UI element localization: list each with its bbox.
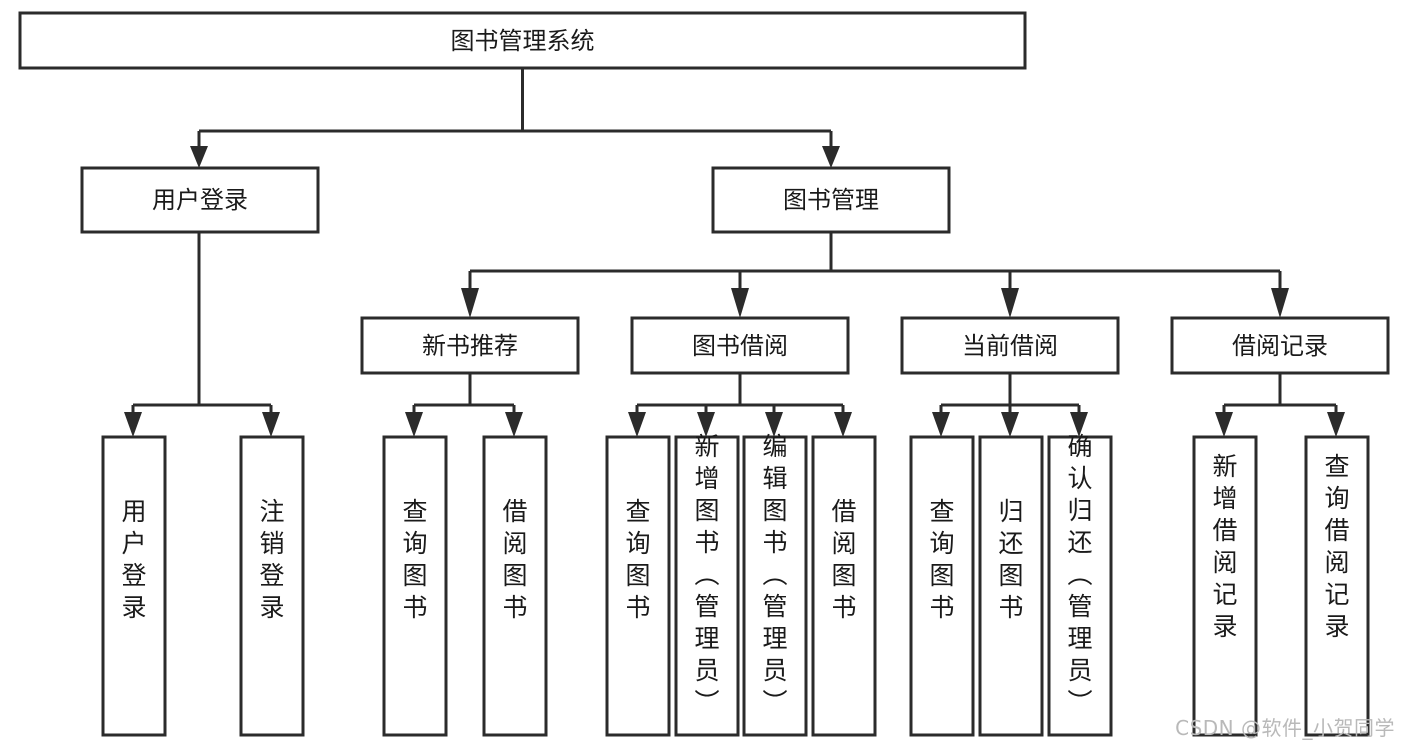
leaf-book-borrow-3-label: 编辑图书︵管理员︶ <box>762 432 787 717</box>
arrow-userlogin-leaf-1 <box>124 412 142 437</box>
leaf-current-borrow-1[interactable]: 查询图书 <box>909 435 975 737</box>
leaf-new-book-2-label: 借阅图书 <box>502 497 527 622</box>
arrow-borrow-leaf-2 <box>697 412 715 437</box>
node-root-box[interactable] <box>18 11 1027 70</box>
arrow-bookmgmt-to-current <box>1001 288 1019 318</box>
leaf-borrow-records-2-label: 查询借阅记录 <box>1324 452 1349 641</box>
arrow-borrow-leaf-1 <box>628 412 646 437</box>
leaf-book-borrow-4[interactable]: 借阅图书 <box>811 435 877 737</box>
leaf-book-borrow-2-box[interactable] <box>674 435 740 737</box>
leaf-new-book-1-box[interactable] <box>382 435 448 737</box>
node-borrow-records[interactable]: 借阅记录 <box>1170 316 1390 375</box>
node-user-login-label: 用户登录 <box>152 186 248 214</box>
leaf-borrow-records-2-box[interactable] <box>1304 435 1370 737</box>
leaf-new-book-1-label: 查询图书 <box>402 497 427 622</box>
leaf-book-borrow-2[interactable]: 新增图书︵管理员︶ <box>674 432 740 737</box>
arrow-records-leaf-2 <box>1327 412 1345 437</box>
arrow-current-leaf-2 <box>1001 412 1019 437</box>
arrow-root-to-user-login <box>190 146 208 168</box>
leaf-new-book-2-box[interactable] <box>482 435 548 737</box>
leaf-current-borrow-3[interactable]: 确认归还︵管理员︶ <box>1047 432 1113 737</box>
leaf-current-borrow-3-label: 确认归还︵管理员︶ <box>1067 432 1092 717</box>
csdn-watermark: CSDN @软件_小贺同学 <box>1175 716 1395 740</box>
arrow-userlogin-leaf-2 <box>262 412 280 437</box>
arrow-current-leaf-3 <box>1070 412 1088 437</box>
node-new-book-recommend-label: 新书推荐 <box>422 332 518 360</box>
node-book-borrow-box[interactable] <box>630 316 850 375</box>
node-root[interactable]: 图书管理系统 <box>18 11 1027 70</box>
leaf-user-login-2-box[interactable] <box>239 435 305 737</box>
leaf-borrow-records-1-label: 新增借阅记录 <box>1212 452 1237 641</box>
leaf-book-borrow-1-label: 查询图书 <box>625 497 650 622</box>
arrow-newbook-leaf-2 <box>505 412 523 437</box>
arrow-borrow-leaf-4 <box>834 412 852 437</box>
node-book-management[interactable]: 图书管理 <box>711 166 951 234</box>
arrow-borrow-leaf-3 <box>765 412 783 437</box>
leaf-borrow-records-2[interactable]: 查询借阅记录 <box>1304 435 1370 737</box>
leaf-user-login-2[interactable]: 注销登录 <box>239 435 305 737</box>
leaf-book-borrow-2-label: 新增图书︵管理员︶ <box>694 432 719 717</box>
leaf-borrow-records-1[interactable]: 新增借阅记录 <box>1192 435 1258 737</box>
leaf-current-borrow-1-label: 查询图书 <box>929 497 954 622</box>
node-current-borrow-box[interactable] <box>900 316 1120 375</box>
node-current-borrow[interactable]: 当前借阅 <box>900 316 1120 375</box>
leaf-book-borrow-4-box[interactable] <box>811 435 877 737</box>
node-book-management-label: 图书管理 <box>783 186 879 214</box>
leaf-current-borrow-1-box[interactable] <box>909 435 975 737</box>
node-current-borrow-label: 当前借阅 <box>962 332 1058 360</box>
leaf-current-borrow-2-box[interactable] <box>978 435 1044 737</box>
leaf-user-login-1-box[interactable] <box>101 435 167 737</box>
leaf-new-book-1[interactable]: 查询图书 <box>382 435 448 737</box>
leaf-book-borrow-3-box[interactable] <box>742 435 808 737</box>
arrow-current-leaf-1 <box>932 412 950 437</box>
node-root-label: 图书管理系统 <box>451 27 595 55</box>
node-borrow-records-box[interactable] <box>1170 316 1390 375</box>
leaf-user-login-1-label: 用户登录 <box>121 497 146 622</box>
arrow-root-to-book-mgmt <box>822 146 840 168</box>
leaf-book-borrow-4-label: 借阅图书 <box>831 497 856 622</box>
node-new-book-recommend-box[interactable] <box>360 316 580 375</box>
node-new-book-recommend[interactable]: 新书推荐 <box>360 316 580 375</box>
node-user-login-box[interactable] <box>80 166 320 234</box>
connectors-layer <box>124 68 1345 437</box>
leaf-book-borrow-1[interactable]: 查询图书 <box>605 435 671 737</box>
arrow-bookmgmt-to-borrow <box>731 288 749 318</box>
leaf-current-borrow-2[interactable]: 归还图书 <box>978 435 1044 737</box>
node-book-borrow[interactable]: 图书借阅 <box>630 316 850 375</box>
arrow-bookmgmt-to-newbook <box>461 288 479 318</box>
arrow-bookmgmt-to-records <box>1271 288 1289 318</box>
leaf-user-login-1[interactable]: 用户登录 <box>101 435 167 737</box>
leaf-current-borrow-3-box[interactable] <box>1047 435 1113 737</box>
node-borrow-records-label: 借阅记录 <box>1232 332 1328 360</box>
node-book-management-box[interactable] <box>711 166 951 234</box>
leaf-user-login-2-label: 注销登录 <box>259 497 284 622</box>
arrow-records-leaf-1 <box>1215 412 1233 437</box>
leaf-book-borrow-1-box[interactable] <box>605 435 671 737</box>
node-book-borrow-label: 图书借阅 <box>692 332 788 360</box>
node-user-login[interactable]: 用户登录 <box>80 166 320 234</box>
leaf-current-borrow-2-label: 归还图书 <box>998 497 1023 622</box>
leaf-borrow-records-1-box[interactable] <box>1192 435 1258 737</box>
leaf-book-borrow-3[interactable]: 编辑图书︵管理员︶ <box>742 432 808 737</box>
arrow-newbook-leaf-1 <box>405 412 423 437</box>
leaf-new-book-2[interactable]: 借阅图书 <box>482 435 548 737</box>
